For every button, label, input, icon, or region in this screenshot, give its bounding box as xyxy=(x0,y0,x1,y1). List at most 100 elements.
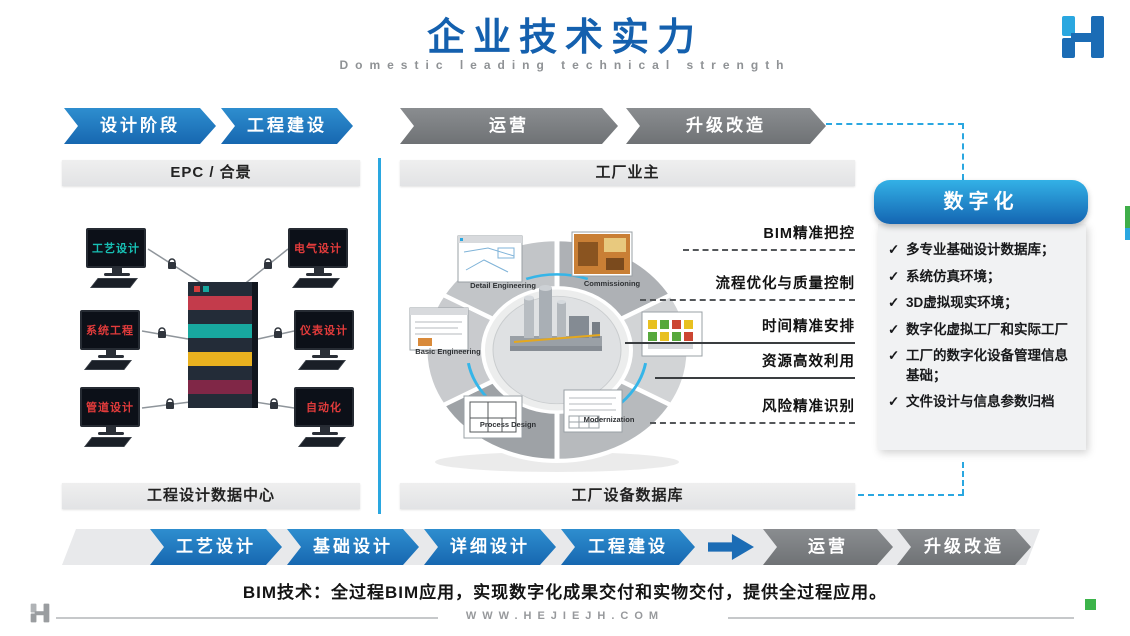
plant-lifecycle-wheel: Detail Engineering Commissioning Basic E… xyxy=(409,231,703,472)
thumbnail-app-window xyxy=(409,307,469,351)
keyboard-icon xyxy=(84,360,132,370)
lock-icons xyxy=(158,258,282,409)
checklist-item: ✓ 多专业基础设计数据库； xyxy=(888,240,1078,260)
workstation-label: 自动化 xyxy=(306,402,342,414)
corner-accent-square xyxy=(1085,599,1096,610)
epc-section-header: EPC / 合景 xyxy=(62,160,360,186)
workstation-label: 电气设计 xyxy=(294,243,342,255)
workstation-label: 仪表设计 xyxy=(300,325,348,337)
owner-section-header: 工厂业主 xyxy=(400,160,855,186)
server-stack xyxy=(188,282,258,408)
keyboard-icon xyxy=(298,360,346,370)
monitor-base xyxy=(98,432,124,435)
monitor-stand xyxy=(106,350,116,355)
plant-database-bar: 工厂设备数据库 xyxy=(400,483,855,509)
bottom-design-flow: 工艺设计 基础设计 详细设计 工程建设 运营 升级改造 xyxy=(0,529,1130,565)
segment-label: Detail Engineering xyxy=(470,281,536,290)
monitor-base xyxy=(312,355,338,358)
checklist-item-text: 数字化虚拟工厂和实际工厂 xyxy=(906,321,1068,337)
check-icon: ✓ xyxy=(888,321,900,337)
design-phase-chevron: 详细设计 xyxy=(424,529,556,565)
monitor-screen: 自动化 xyxy=(294,387,354,427)
monitor-stand xyxy=(320,350,330,355)
checklist-item-text: 多专业基础设计数据库； xyxy=(906,242,1055,257)
connector-top-vertical xyxy=(962,123,964,180)
scrollbar-thumb-blue xyxy=(1125,228,1130,240)
benefit-label: 风险精准识别 xyxy=(650,395,855,424)
connector-bottom-horizontal xyxy=(858,494,964,496)
top-phase-flow: 设计阶段 工程建设 运营 升级改造 xyxy=(0,108,1130,144)
design-phase-chevron: 运营 xyxy=(763,529,893,565)
digitalization-banner: 数字化 xyxy=(874,180,1088,224)
monitor-base xyxy=(306,273,332,276)
thumbnail-document xyxy=(563,389,623,433)
page-title: 企业技术实力 xyxy=(426,17,703,59)
segment-label: Commissioning xyxy=(584,279,641,288)
workstation: 电气设计 xyxy=(288,228,350,288)
monitor-screen: 管道设计 xyxy=(80,387,140,427)
checklist-item: ✓ 文件设计与信息参数归档 xyxy=(888,392,1078,412)
phase-chevron: 升级改造 xyxy=(626,108,826,144)
epc-network-diagram: 工艺设计 电气设计 系统工程 xyxy=(66,224,366,474)
phase-chevron: 设计阶段 xyxy=(64,108,216,144)
workstation: 系统工程 xyxy=(80,310,142,370)
keyboard-icon xyxy=(298,437,346,447)
bim-summary-note: BIM技术：全过程BIM应用，实现数字化成果交付和实物交付，提供全过程应用。 xyxy=(242,583,888,602)
monitor-screen: 工艺设计 xyxy=(86,228,146,268)
page-subtitle: Domestic leading technical strength xyxy=(339,58,791,72)
keyboard-icon xyxy=(292,278,340,288)
check-icon: ✓ xyxy=(888,268,900,284)
connector-top-horizontal xyxy=(826,123,964,125)
design-phase-chevron: 基础设计 xyxy=(287,529,419,565)
footer-website: WWW.HEJIEJH.COM xyxy=(465,610,665,622)
segment-label: Modernization xyxy=(584,415,635,424)
monitor-screen: 电气设计 xyxy=(288,228,348,268)
connector-bottom-vertical xyxy=(962,462,964,495)
thumbnail-floor-plan xyxy=(463,395,523,439)
scrollbar-thumb[interactable] xyxy=(1125,206,1130,240)
checklist-item: ✓ 3D虚拟现实环境； xyxy=(888,293,1078,313)
checklist-item-text: 3D虚拟现实环境； xyxy=(906,295,1018,311)
workstation-list: 工艺设计 电气设计 系统工程 xyxy=(66,224,366,474)
checklist-item: ✓ 系统仿真环境； xyxy=(888,267,1078,287)
workstation: 工艺设计 xyxy=(86,228,148,288)
footer-line-left xyxy=(56,617,438,619)
checklist-item: ✓ 数字化虚拟工厂和实际工厂 xyxy=(888,320,1078,340)
workstation-label: 系统工程 xyxy=(86,325,134,337)
phase-chevron: 工程建设 xyxy=(221,108,353,144)
monitor-screen: 仪表设计 xyxy=(294,310,354,350)
benefit-list: BIM精准把控 流程优化与质量控制 时间精准安排 资源高效利用 风险精准识别 xyxy=(625,216,855,426)
footer-line-right xyxy=(728,617,1074,619)
workstation-label: 管道设计 xyxy=(86,402,134,414)
monitor-stand xyxy=(106,427,116,432)
epc-data-center-bar: 工程设计数据中心 xyxy=(62,483,360,509)
benefit-label: 时间精准安排 xyxy=(625,315,855,344)
footer-logo xyxy=(30,603,50,623)
network-links xyxy=(141,248,295,409)
keyboard-icon xyxy=(84,437,132,447)
thumbnail-status-chart xyxy=(641,311,703,357)
workstation: 自动化 xyxy=(294,387,356,447)
checklist-item-text: 文件设计与信息参数归档 xyxy=(906,394,1055,410)
design-phase-chevron: 升级改造 xyxy=(897,529,1031,565)
scrollbar-thumb-green xyxy=(1125,206,1130,228)
workstation: 管道设计 xyxy=(80,387,142,447)
phase-chevron: 运营 xyxy=(400,108,618,144)
monitor-base xyxy=(98,355,124,358)
checklist-item-text: 系统仿真环境； xyxy=(906,268,1001,284)
design-phase-chevron: 工艺设计 xyxy=(150,529,282,565)
benefit-label: BIM精准把控 xyxy=(683,222,855,251)
monitor-stand xyxy=(320,427,330,432)
wheel-thumbnails xyxy=(409,231,703,439)
checklist-item: ✓ 工厂的数字化设备管理信息基础； xyxy=(888,346,1078,385)
segment-labels: Detail Engineering Commissioning Basic E… xyxy=(415,279,640,429)
checklist-item-text: 工厂的数字化设备管理信息基础； xyxy=(906,348,1068,383)
monitor-base xyxy=(312,432,338,435)
monitor-stand xyxy=(314,268,324,273)
section-divider xyxy=(378,158,381,514)
company-logo xyxy=(1062,16,1104,58)
segment-label: Basic Engineering xyxy=(415,347,481,356)
check-icon: ✓ xyxy=(888,348,900,364)
monitor-screen: 系统工程 xyxy=(80,310,140,350)
